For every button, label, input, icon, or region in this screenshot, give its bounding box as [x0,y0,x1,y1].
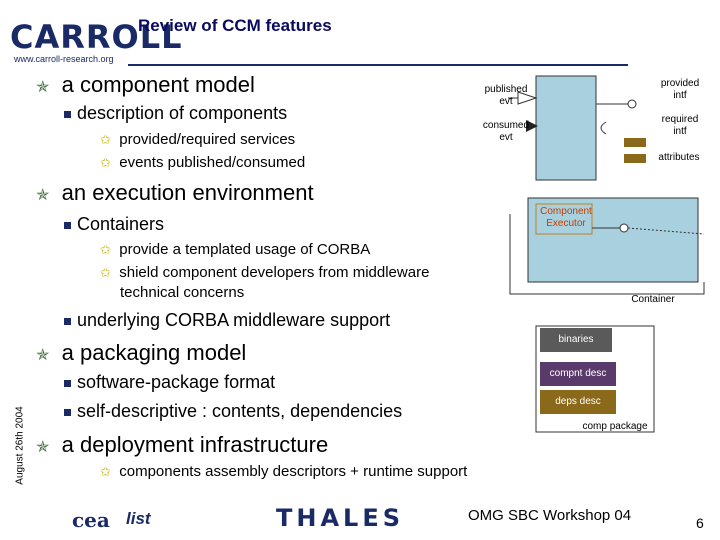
binaries-label: binaries [558,334,594,345]
attribute-icon [624,154,646,163]
title-rule [128,64,628,66]
comp-package-label: comp package [582,421,648,432]
executor-box [535,203,593,235]
side-date: August 26th 2004 [14,406,26,485]
star-bullet-icon: ✩ [100,464,111,479]
square-bullet-icon [64,317,71,325]
star-bullet-icon: ✯ [36,79,50,96]
bullet-text: shield component developers from middlew… [119,264,430,281]
cea-logo: cea [72,508,110,532]
container-frame [509,214,705,295]
star-bullet-icon: ✯ [36,439,50,456]
container-diagram [509,197,705,295]
binaries-box [540,328,612,352]
executor-label: Component Executor [540,206,592,229]
subbullet-self-descriptive: self-descriptive : contents, dependencie… [64,401,402,422]
required-intf-label: required intf [661,114,699,137]
consumed-arrow-icon [526,120,538,132]
footer-text: OMG SBC Workshop 04 [468,507,632,524]
slide-title: Review of CCM features [138,16,332,35]
star-bullet-icon: ✩ [100,132,111,147]
bullet-component-model: ✯ a component model [36,72,255,98]
bullet-text: provide a templated usage of CORBA [119,241,371,258]
carroll-logo: CARROLL www.carroll-research.org [10,14,182,68]
logo-url: www.carroll-research.org [14,54,114,64]
required-socket-icon [600,121,607,135]
star-bullet-icon: ✩ [100,265,111,280]
bullet-text: a component model [61,72,255,97]
subsub-shield: ✩ shield component developers from middl… [100,264,429,281]
bullet-deployment: ✯ a deployment infrastructure [36,432,328,458]
subbullet-sw-package: software-package format [64,372,275,393]
attribute-icon [624,138,646,147]
bullet-text: Containers [77,214,165,234]
bullet-text: a packaging model [61,340,247,365]
deps-desc-box [540,390,616,414]
bullet-text: events published/consumed [119,154,306,171]
subsub-provided-required: ✩ provided/required services [100,131,295,148]
bullet-text: an execution environment [61,180,314,205]
package-diagram [535,325,655,433]
square-bullet-icon [64,221,71,229]
container-label: Container [631,294,675,305]
square-bullet-icon [64,408,71,416]
page-number: 6 [696,515,704,531]
bullet-text: description of components [77,103,288,123]
star-bullet-icon: ✩ [100,155,111,170]
bullet-text: a deployment infrastructure [61,432,329,457]
square-bullet-icon [64,110,71,118]
square-bullet-icon [64,379,71,387]
subsub-shield-cont: technical concerns [120,284,245,301]
bullet-text: self-descriptive : contents, dependencie… [77,401,403,421]
compnt-desc-label: compnt desc [549,368,607,379]
bullet-text: provided/required services [119,131,296,148]
star-bullet-icon: ✯ [36,187,50,204]
star-bullet-icon: ✩ [100,242,111,257]
list-logo: list [126,509,151,528]
subsub-templated: ✩ provide a templated usage of CORBA [100,241,370,258]
component-diagram [508,75,646,181]
component-box [535,75,597,181]
consumed-evt-label: consumed evt [482,120,530,143]
subbullet-containers: Containers [64,214,164,235]
bullet-packaging: ✯ a packaging model [36,340,246,366]
provided-intf-label: provided intf [660,78,700,101]
interface-icon [619,223,629,233]
compnt-desc-box [540,362,616,386]
bullet-text: components assembly descriptors + runtim… [119,463,468,480]
bullet-execution-env: ✯ an execution environment [36,180,314,206]
dashed-link [627,227,705,235]
thales-logo: THALES [276,504,405,532]
published-evt-label: published evt [484,84,528,107]
subsub-events: ✩ events published/consumed [100,154,305,171]
star-bullet-icon: ✯ [36,347,50,364]
logo-word: CARROLL [10,18,183,56]
bullet-text: software-package format [77,372,276,392]
deps-desc-label: deps desc [555,396,601,407]
subsub-assembly: ✩ components assembly descriptors + runt… [100,463,467,480]
published-arrow-icon [517,91,538,105]
subbullet-corba: underlying CORBA middleware support [64,310,390,331]
bullet-text: underlying CORBA middleware support [77,310,391,330]
subbullet-description: description of components [64,103,287,124]
attributes-label: attributes [658,152,700,163]
provided-lollipop-icon [627,99,637,109]
